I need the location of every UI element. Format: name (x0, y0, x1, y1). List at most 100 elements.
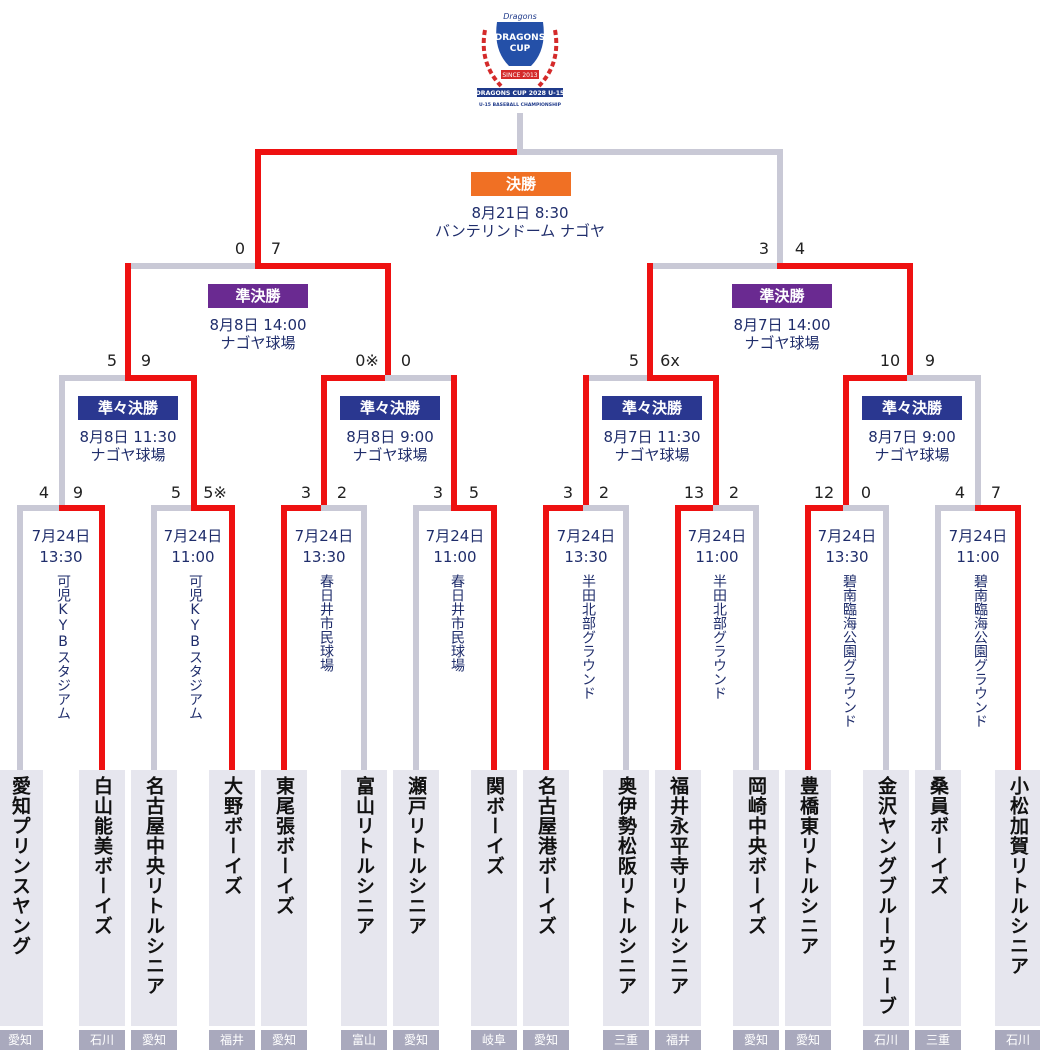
r1-8-date: 7月24日 (948, 527, 1008, 545)
team-6-pref: 富山 (341, 1030, 387, 1050)
r1-2-score-right: 5※ (203, 483, 227, 502)
team-9-pref: 愛知 (523, 1030, 569, 1050)
final-venue: バンテリンドーム ナゴヤ (434, 222, 606, 240)
team-7-pref: 愛知 (393, 1030, 439, 1050)
team-10-pref: 三重 (603, 1030, 649, 1050)
svg-text:SINCE 2013: SINCE 2013 (502, 72, 537, 79)
team-name: 愛知プリンスヤング (9, 776, 31, 956)
semi1-score-right2: 0 (400, 351, 412, 370)
r1-6-time: 11:00 (695, 548, 739, 566)
quarter-venue-2: ナゴヤ球場 (352, 446, 428, 464)
team-16: 小松加賀リトルシニア (995, 770, 1040, 1026)
semi-label-2: 準決勝 (732, 284, 832, 308)
team-9: 名古屋港ボーイズ (523, 770, 569, 1026)
r1-6-score-left: 13 (683, 483, 705, 502)
semi1-score-left: 5 (106, 351, 118, 370)
team-name: 名古屋中央リトルシニア (143, 776, 165, 996)
quarter-datetime-1: 8月8日 11:30 (79, 428, 177, 446)
r1-2-score-left: 5 (170, 483, 182, 502)
team-11-pref: 福井 (655, 1030, 701, 1050)
quarter-datetime-4: 8月7日 9:00 (868, 428, 956, 446)
team-15: 桑員ボーイズ (915, 770, 961, 1026)
team-3-pref: 愛知 (131, 1030, 177, 1050)
team-name: 岡崎中央ボーイズ (745, 776, 767, 936)
r1-8-score-left: 4 (954, 483, 966, 502)
final-score-right2: 4 (794, 239, 806, 258)
r1-7-time: 13:30 (825, 548, 869, 566)
final-score-right: 7 (270, 239, 282, 258)
semi-datetime-1: 8月8日 14:00 (209, 316, 307, 334)
r1-7-score-left: 12 (813, 483, 835, 502)
team-name: 福井永平寺リトルシニア (667, 776, 689, 996)
r1-7-date: 7月24日 (817, 527, 877, 545)
r1-3-time: 13:30 (302, 548, 346, 566)
svg-text:DRAGONS CUP 2028 U-15: DRAGONS CUP 2028 U-15 (476, 90, 565, 97)
svg-text:DRAGONS: DRAGONS (495, 33, 545, 43)
r1-6-date: 7月24日 (687, 527, 747, 545)
team-name: 白山能美ボーイズ (91, 776, 113, 936)
team-name: 関ボーイズ (483, 776, 505, 876)
team-2: 白山能美ボーイズ (79, 770, 125, 1026)
team-name: 豊橋東リトルシニア (797, 776, 819, 956)
r1-5-date: 7月24日 (556, 527, 616, 545)
team-name: 奥伊勢松阪リトルシニア (615, 776, 637, 996)
team-14-pref: 石川 (863, 1030, 909, 1050)
r1-5-venue: 半田北部グラウンド (580, 574, 596, 700)
quarter-label-2: 準々決勝 (340, 396, 440, 420)
r1-5-time: 13:30 (564, 548, 608, 566)
team-5-pref: 愛知 (261, 1030, 307, 1050)
semi1-score-left2: 0※ (355, 351, 379, 370)
r1-3-score-right: 2 (336, 483, 348, 502)
semi-label-1: 準決勝 (208, 284, 308, 308)
r1-5-score-left: 3 (562, 483, 574, 502)
r1-4-venue: 春日井市民球場 (449, 574, 465, 672)
semi-venue-2: ナゴヤ球場 (744, 334, 820, 352)
final-label: 決勝 (471, 172, 571, 196)
team-name: 大野ボーイズ (221, 776, 243, 896)
semi2-score-left: 5 (628, 351, 640, 370)
r1-2-venue: 可児KYBスタジアム (187, 574, 203, 720)
team-15-pref: 三重 (915, 1030, 961, 1050)
team-5: 東尾張ボーイズ (261, 770, 307, 1026)
svg-text:Dragons: Dragons (503, 12, 537, 21)
r1-4-time: 11:00 (433, 548, 477, 566)
quarter-venue-1: ナゴヤ球場 (90, 446, 166, 464)
team-4-pref: 福井 (209, 1030, 255, 1050)
team-8: 関ボーイズ (471, 770, 517, 1026)
final-score-left2: 3 (758, 239, 770, 258)
quarter-venue-3: ナゴヤ球場 (614, 446, 690, 464)
team-name: 小松加賀リトルシニア (1007, 776, 1029, 976)
r1-1-time: 13:30 (39, 548, 83, 566)
team-name: 瀬戸リトルシニア (405, 776, 427, 936)
semi2-score-right: 6x (660, 351, 680, 370)
r1-6-venue: 半田北部グラウンド (711, 574, 727, 700)
r1-4-date: 7月24日 (425, 527, 485, 545)
r1-1-score-right: 9 (72, 483, 84, 502)
team-4: 大野ボーイズ (209, 770, 255, 1026)
final-score-left: 0 (234, 239, 246, 258)
r1-3-date: 7月24日 (294, 527, 354, 545)
semi2-score-left2: 10 (879, 351, 901, 370)
quarter-label-3: 準々決勝 (602, 396, 702, 420)
team-name: 桑員ボーイズ (927, 776, 949, 896)
semi2-score-right2: 9 (924, 351, 936, 370)
svg-text:CUP: CUP (510, 44, 531, 54)
team-13: 豊橋東リトルシニア (785, 770, 831, 1026)
team-13-pref: 愛知 (785, 1030, 831, 1050)
team-11: 福井永平寺リトルシニア (655, 770, 701, 1026)
team-7: 瀬戸リトルシニア (393, 770, 439, 1026)
team-6: 富山リトルシニア (341, 770, 387, 1026)
r1-1-venue: 可児KYBスタジアム (55, 574, 71, 720)
semi-venue-1: ナゴヤ球場 (220, 334, 296, 352)
team-10: 奥伊勢松阪リトルシニア (603, 770, 649, 1026)
team-16-pref: 石川 (995, 1030, 1040, 1050)
r1-1-score-left: 4 (38, 483, 50, 502)
r1-1-date: 7月24日 (31, 527, 91, 545)
quarter-datetime-2: 8月8日 9:00 (346, 428, 434, 446)
team-1: 愛知プリンスヤング (0, 770, 43, 1026)
r1-6-score-right: 2 (728, 483, 740, 502)
r1-4-score-left: 3 (432, 483, 444, 502)
quarter-label-4: 準々決勝 (862, 396, 962, 420)
